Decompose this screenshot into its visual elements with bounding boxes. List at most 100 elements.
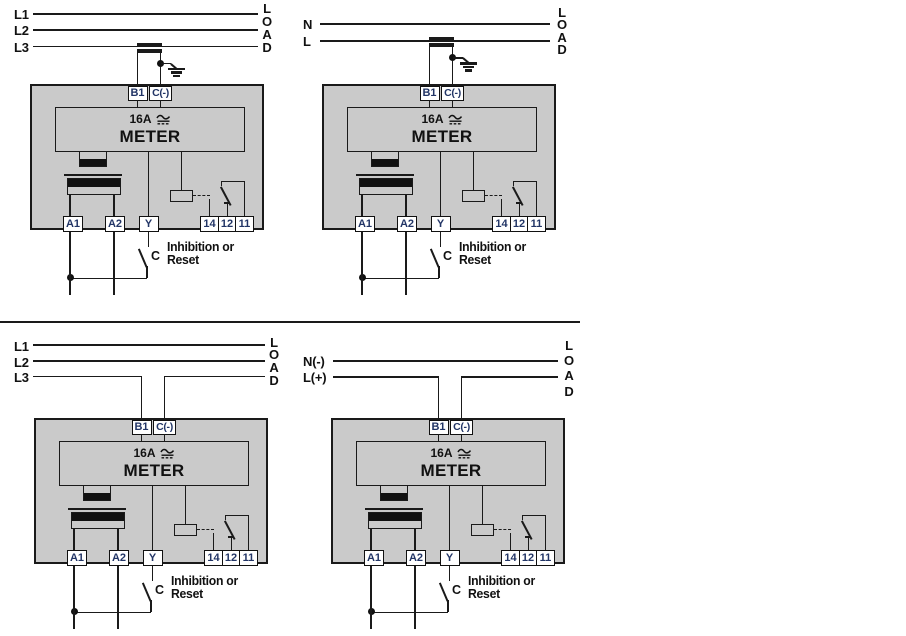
line-label-n-minus: N(-) [303, 354, 325, 369]
a1-supply-wire [73, 565, 75, 629]
inhibition-note: Inhibition or Reset [171, 573, 238, 601]
relay-terminal-block: 14 12 11 [501, 550, 555, 566]
terminal-a1: A1 [63, 216, 83, 232]
c-switch-stub [438, 265, 440, 278]
supply-primary-icon [83, 485, 111, 501]
a2-wire [414, 529, 416, 550]
terminal-11: 11 [235, 216, 254, 232]
c-switch-label: C [151, 249, 161, 263]
c-wire [460, 434, 463, 442]
a2-supply-wire [113, 231, 115, 295]
terminal-a2: A2 [406, 550, 426, 566]
c-switch-blade [439, 582, 449, 602]
no-contact-wire [500, 199, 503, 216]
a2-supply-wire [117, 565, 119, 629]
ct-to-c-wire [451, 47, 454, 86]
c-switch-blade [430, 248, 440, 268]
acdc-icon [159, 448, 174, 459]
terminal-a2: A2 [397, 216, 417, 232]
transformer-line [68, 508, 126, 510]
l-to-b1-wire [437, 376, 440, 420]
transformer-line [64, 174, 122, 176]
no-contact-wire [208, 199, 211, 216]
supply-primary-icon [380, 485, 408, 501]
rating-label: 16A [129, 112, 152, 126]
coil-wire [180, 152, 183, 190]
y-switch-wire [448, 565, 451, 581]
relay-pivot-stub [224, 514, 227, 520]
c-wire [159, 100, 162, 108]
l1-wire [33, 344, 265, 346]
load-label: L O A D [262, 0, 273, 55]
c-switch-label: C [155, 583, 165, 597]
c-wire [451, 100, 454, 108]
ct-to-c-wire [159, 53, 162, 86]
mechanical-link [193, 194, 210, 196]
a1-supply-wire [361, 231, 363, 295]
terminal-14: 14 [204, 550, 223, 566]
load-label: L O A D [557, 4, 568, 58]
meter-housing [322, 84, 556, 230]
l2-wire [33, 360, 265, 362]
terminal11-wire [544, 514, 547, 550]
rating-row: 16A [430, 446, 471, 460]
meter-inner-box: 16A METER [347, 107, 537, 152]
acdc-icon [456, 448, 471, 459]
terminal-11: 11 [239, 550, 258, 566]
rating-label: 16A [133, 446, 156, 460]
supply-primary-icon [371, 151, 399, 167]
terminal12-wire [527, 537, 530, 550]
switch-to-a1-wire [73, 611, 152, 614]
line-label-n: N [303, 17, 313, 32]
meter-label: METER [411, 127, 473, 146]
ground-branch-wire [452, 57, 463, 59]
a1-wire [361, 195, 363, 216]
terminal-y: Y [430, 216, 451, 232]
a1-wire [69, 195, 71, 216]
relay-coil-icon [174, 524, 197, 536]
no-contact-wire [509, 533, 512, 550]
c-switch-blade [142, 582, 152, 602]
c-to-load-riser [460, 376, 463, 420]
terminal-c-minus: C(-) [153, 419, 176, 435]
relay-pivot-stub [512, 180, 515, 186]
meter-housing [34, 418, 268, 564]
terminal-y: Y [138, 216, 159, 232]
relay-common-bracket [224, 514, 249, 517]
terminal-14: 14 [492, 216, 511, 232]
ct-to-b1-wire [136, 53, 139, 86]
relay-pivot-stub [521, 514, 524, 520]
relay-blade-tick [224, 202, 230, 204]
line-label-l3: L3 [14, 370, 29, 385]
l2-wire [33, 29, 258, 31]
coil-wire [472, 152, 475, 190]
meter-diagram-dc-direct: B1 C(-) 16A METER A1 A2 Y 14 1 [331, 418, 565, 630]
b1-wire [136, 100, 139, 108]
c-switch-stub [150, 599, 152, 612]
relay-coil-icon [462, 190, 485, 202]
c-to-load-riser [163, 375, 166, 420]
c-switch-label: C [443, 249, 453, 263]
acdc-icon [155, 114, 170, 125]
c-switch-stub [447, 599, 449, 612]
supply-transformer-icon [359, 178, 413, 195]
mechanical-link [494, 528, 511, 530]
ground-branch-wire [160, 62, 171, 65]
relay-terminal-block: 14 12 11 [492, 216, 546, 232]
line-label-l-plus: L(+) [303, 370, 327, 385]
rating-row: 16A [421, 112, 462, 126]
c-switch-blade [138, 248, 148, 268]
terminal-11: 11 [536, 550, 555, 566]
supply-transformer-icon [71, 512, 125, 529]
section-divider [0, 320, 580, 323]
coil-wire [184, 486, 187, 524]
line-label-l1: L1 [14, 338, 29, 354]
mechanical-link [197, 528, 214, 530]
a2-wire [117, 529, 119, 550]
terminal12-wire [226, 203, 229, 216]
a2-supply-wire [414, 565, 416, 629]
relay-pivot-stub [220, 180, 223, 186]
meter-inner-box: 16A METER [55, 107, 245, 152]
load-label: L O A D [269, 334, 280, 388]
terminal-a2: A2 [105, 216, 125, 232]
